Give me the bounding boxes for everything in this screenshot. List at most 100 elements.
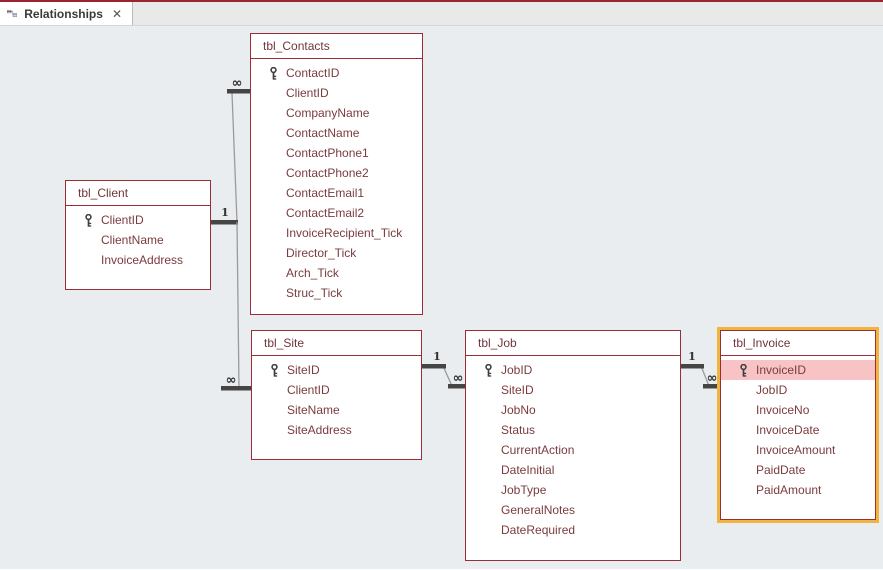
- one-side-bar: [422, 364, 446, 369]
- field-InvoiceID[interactable]: InvoiceID: [721, 360, 875, 380]
- field-name: Struc_Tick: [286, 286, 343, 300]
- many-side-bar: [227, 89, 250, 94]
- infinity-label: ∞: [232, 76, 243, 91]
- primary-key-icon: [739, 363, 756, 377]
- field-name: InvoiceID: [756, 363, 807, 377]
- field-name: Status: [501, 423, 536, 437]
- field-name: ClientID: [286, 86, 329, 100]
- field-name: DateRequired: [501, 523, 576, 537]
- field-Status[interactable]: Status: [466, 420, 680, 440]
- field-name: PaidAmount: [756, 483, 822, 497]
- field-DateInitial[interactable]: DateInitial: [466, 460, 680, 480]
- field-name: PaidDate: [756, 463, 806, 477]
- field-name: SiteName: [287, 403, 340, 417]
- field-DateRequired[interactable]: DateRequired: [466, 520, 680, 540]
- field-ContactEmail1[interactable]: ContactEmail1: [251, 183, 422, 203]
- field-SiteID[interactable]: SiteID: [252, 360, 421, 380]
- field-Director_Tick[interactable]: Director_Tick: [251, 243, 422, 263]
- field-ContactEmail2[interactable]: ContactEmail2: [251, 203, 422, 223]
- field-name: ContactID: [286, 66, 340, 80]
- field-SiteName[interactable]: SiteName: [252, 400, 421, 420]
- relationship-job-invoice[interactable]: 1 ∞: [681, 350, 718, 389]
- tab-relationships[interactable]: Relationships ✕: [0, 2, 133, 25]
- field-ContactPhone1[interactable]: ContactPhone1: [251, 143, 422, 163]
- field-GeneralNotes[interactable]: GeneralNotes: [466, 500, 680, 520]
- field-InvoiceNo[interactable]: InvoiceNo: [721, 400, 875, 420]
- field-name: ClientID: [287, 383, 330, 397]
- field-name: ClientName: [101, 233, 164, 247]
- relationship-client-contacts[interactable]: 1 ∞: [211, 76, 250, 225]
- infinity-label: ∞: [226, 373, 237, 388]
- relationship-client-site[interactable]: ∞: [221, 221, 251, 391]
- field-name: Director_Tick: [286, 246, 357, 260]
- primary-key-icon: [269, 66, 286, 80]
- field-PaidAmount[interactable]: PaidAmount: [721, 480, 875, 500]
- field-name: CompanyName: [286, 106, 370, 120]
- field-ClientName[interactable]: ClientName: [66, 230, 210, 250]
- infinity-label: ∞: [707, 371, 718, 386]
- one-side-bar: [681, 364, 704, 369]
- field-name: JobID: [756, 383, 788, 397]
- many-side-bar: [448, 384, 466, 389]
- field-name: InvoiceAmount: [756, 443, 836, 457]
- relationship-lines-layer: 1 ∞ ∞ 1 ∞ 1 ∞: [211, 76, 718, 391]
- table-title[interactable]: tbl_Site: [252, 331, 421, 356]
- field-name: InvoiceRecipient_Tick: [286, 226, 403, 240]
- field-CurrentAction[interactable]: CurrentAction: [466, 440, 680, 460]
- field-ContactPhone2[interactable]: ContactPhone2: [251, 163, 422, 183]
- field-ContactID[interactable]: ContactID: [251, 63, 422, 83]
- relationship-site-job[interactable]: 1 ∞: [422, 350, 466, 389]
- field-Struc_Tick[interactable]: Struc_Tick: [251, 283, 422, 303]
- one-label: 1: [221, 206, 229, 219]
- field-name: ContactEmail1: [286, 186, 365, 200]
- table-title[interactable]: tbl_Contacts: [251, 34, 422, 59]
- primary-key-icon: [84, 213, 101, 227]
- many-side-bar: [703, 384, 718, 389]
- field-name: DateInitial: [501, 463, 555, 477]
- close-icon[interactable]: ✕: [111, 6, 122, 21]
- field-JobType[interactable]: JobType: [466, 480, 680, 500]
- field-name: JobType: [501, 483, 547, 497]
- field-name: InvoiceNo: [756, 403, 810, 417]
- tab-title: Relationships: [24, 6, 103, 21]
- one-side-bar: [211, 220, 238, 225]
- field-CompanyName[interactable]: CompanyName: [251, 103, 422, 123]
- field-PaidDate[interactable]: PaidDate: [721, 460, 875, 480]
- field-name: Arch_Tick: [286, 266, 339, 280]
- field-name: SiteID: [501, 383, 534, 397]
- field-SiteID[interactable]: SiteID: [466, 380, 680, 400]
- field-InvoiceAmount[interactable]: InvoiceAmount: [721, 440, 875, 460]
- field-name: SiteID: [287, 363, 320, 377]
- field-name: JobNo: [501, 403, 536, 417]
- field-InvoiceDate[interactable]: InvoiceDate: [721, 420, 875, 440]
- field-name: ClientID: [101, 213, 144, 227]
- field-name: ContactPhone1: [286, 146, 369, 160]
- table-tbl_Contacts[interactable]: tbl_Contacts ContactID ClientID CompanyNam…: [250, 33, 423, 315]
- field-ClientID[interactable]: ClientID: [251, 83, 422, 103]
- field-name: InvoiceAddress: [101, 253, 184, 267]
- field-InvoiceAddress[interactable]: InvoiceAddress: [66, 250, 210, 270]
- field-SiteAddress[interactable]: SiteAddress: [252, 420, 421, 440]
- field-name: InvoiceDate: [756, 423, 820, 437]
- field-ContactName[interactable]: ContactName: [251, 123, 422, 143]
- relationships-icon: [7, 9, 18, 18]
- field-InvoiceRecipient_Tick[interactable]: InvoiceRecipient_Tick: [251, 223, 422, 243]
- many-side-bar: [221, 386, 251, 391]
- field-JobID[interactable]: JobID: [466, 360, 680, 380]
- primary-key-icon: [270, 363, 287, 377]
- field-JobNo[interactable]: JobNo: [466, 400, 680, 420]
- table-title[interactable]: tbl_Invoice: [721, 331, 875, 356]
- table-title[interactable]: tbl_Job: [466, 331, 680, 356]
- field-ClientID[interactable]: ClientID: [252, 380, 421, 400]
- field-Arch_Tick[interactable]: Arch_Tick: [251, 263, 422, 283]
- field-JobID[interactable]: JobID: [721, 380, 875, 400]
- table-title[interactable]: tbl_Client: [66, 181, 210, 206]
- field-ClientID[interactable]: ClientID: [66, 210, 210, 230]
